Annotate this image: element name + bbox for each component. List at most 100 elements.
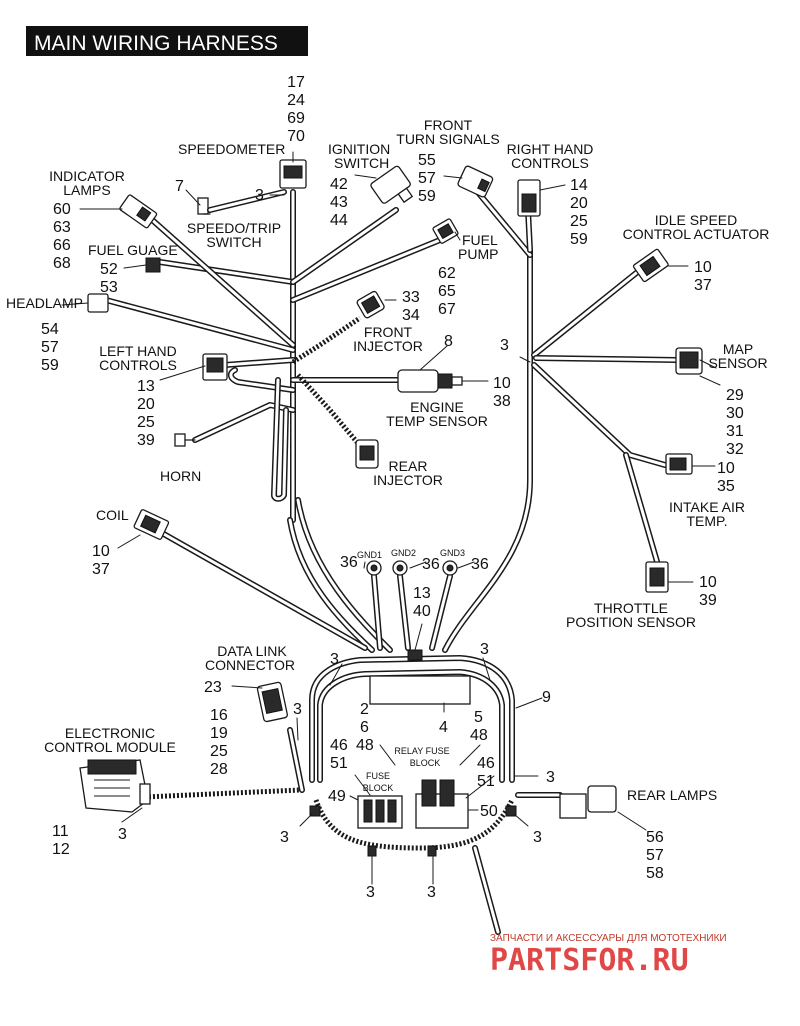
intake-num-2: 35 [717, 478, 735, 495]
fuel-gauge-num-1: 52 [100, 261, 118, 278]
temp-num-2: 38 [493, 393, 511, 410]
intake-label-2: TEMP. [687, 513, 728, 529]
loop-box [369, 675, 471, 705]
front-turn-connector [457, 165, 494, 198]
relay-fuse-label-1: RELAY FUSE [394, 746, 449, 756]
label-text: SPEEDOMETER 17 24 69 70 3 7 SPEEDO/TRIP … [6, 74, 769, 901]
center-num-1: 13 [413, 585, 431, 602]
idle-speed-connector [632, 248, 669, 283]
right-hand-label-2: CONTROLS [511, 155, 589, 171]
loop-num-49: 49 [328, 788, 346, 805]
right-hand-num-4: 59 [570, 231, 588, 248]
map-label-2: SENSOR [708, 355, 767, 371]
front-turn-num-2: 57 [418, 170, 436, 187]
right-hand-num-2: 20 [570, 195, 588, 212]
coil-label: COIL [96, 507, 129, 523]
center-num-2: 40 [413, 603, 431, 620]
fuse-label-1: FUSE [366, 771, 390, 781]
three-5: 3 [118, 826, 127, 843]
map-num-2: 30 [726, 405, 744, 422]
loop-num-9: 9 [542, 689, 551, 706]
three-4: 3 [546, 769, 555, 786]
intake-air-connector [665, 453, 693, 475]
front-injector-label-1: FRONT [364, 324, 413, 340]
rear-injector-label-1: REAR [389, 458, 428, 474]
indicator-num-3: 66 [53, 237, 71, 254]
lower-harness-loop [144, 655, 563, 935]
indicator-num-1: 60 [53, 201, 71, 218]
map-label-1: MAP [723, 341, 753, 357]
gnd1-label: GND1 [357, 550, 382, 560]
left-hand-num-2: 20 [137, 396, 155, 413]
relay-fuse-block [415, 779, 469, 829]
right-harness [442, 187, 679, 653]
loop-num-6: 6 [360, 719, 369, 736]
gnd3-label: GND3 [440, 548, 465, 558]
idle-label-1: IDLE SPEED [655, 212, 737, 228]
speedo-trip-label-1: SPEEDO/TRIP [187, 220, 281, 236]
horn-label: HORN [160, 468, 201, 484]
data-link-label-2: CONNECTOR [205, 657, 295, 673]
throttle-num-1: 10 [699, 574, 717, 591]
three-1: 3 [330, 651, 339, 668]
fuel-gauge-label: FUEL GUAGE [88, 242, 178, 258]
rear-injector-label-2: INJECTOR [373, 472, 443, 488]
data-link-label-1: DATA LINK [217, 643, 287, 659]
map-num-3: 31 [726, 423, 744, 440]
engine-temp-label-1: ENGINE [410, 399, 464, 415]
indicator-num-4: 68 [53, 255, 71, 272]
rear-injector [355, 439, 379, 469]
headlamp-label: HEADLAMP [6, 295, 83, 311]
throttle-label-1: THROTTLE [594, 600, 668, 616]
loop-num-4: 4 [439, 719, 448, 736]
speedo-num-2: 24 [287, 92, 305, 109]
loop-num-48b: 48 [470, 727, 488, 744]
map-num-4: 32 [726, 441, 744, 458]
loop-num-5: 5 [474, 709, 483, 726]
loop-num-51b: 51 [477, 773, 495, 790]
harness-three: 3 [500, 337, 509, 354]
data-link-num-5: 28 [210, 761, 228, 778]
three-3: 3 [293, 701, 302, 718]
loop-num-46b: 46 [477, 755, 495, 772]
rear-lamps-num-3: 58 [646, 865, 664, 882]
map-sensor-connector [675, 347, 703, 375]
data-link-num-1: 23 [204, 679, 222, 696]
throttle-num-2: 39 [699, 592, 717, 609]
left-hand-num-3: 25 [137, 414, 155, 431]
indicator-connector [119, 194, 158, 229]
fuel-pump-num-1: 62 [438, 265, 456, 282]
front-turn-num-1: 55 [418, 152, 436, 169]
rear-lamps-label: REAR LAMPS [627, 787, 717, 803]
watermark: ЗАПЧАСТИ И АКСЕССУАРЫ ДЛЯ МОТОТЕХНИКИ PA… [490, 933, 727, 978]
coil-num-2: 37 [92, 561, 110, 578]
idle-num-1: 10 [694, 259, 712, 276]
ground-terminals [366, 560, 458, 576]
front-turn-label-1: FRONT [424, 117, 473, 133]
relay-fuse-label-2: BLOCK [410, 758, 441, 768]
ecm-num-1: 11 [52, 823, 69, 840]
ecm-module [79, 759, 151, 813]
fuel-pump-label-2: PUMP [458, 246, 498, 262]
speedo-trip-label-2: SWITCH [206, 234, 261, 250]
idle-label-2: CONTROL ACTUATOR [623, 226, 770, 242]
fuse-label-2: BLOCK [363, 783, 394, 793]
title: MAIN WIRING HARNESS [34, 32, 278, 55]
ecm-num-2: 12 [52, 841, 70, 858]
loop-num-2: 2 [360, 701, 369, 718]
ignition-num-1: 42 [330, 176, 348, 193]
watermark-logo: PARTSFOR.RU [490, 943, 689, 978]
watermark-caption: ЗАПЧАСТИ И АКСЕССУАРЫ ДЛЯ МОТОТЕХНИКИ [490, 933, 727, 944]
temp-num-1: 10 [493, 375, 511, 392]
fuse-block [357, 795, 403, 829]
three-6: 3 [280, 829, 289, 846]
three-9: 3 [427, 884, 436, 901]
intake-num-1: 10 [717, 460, 735, 477]
rear-lamps-num-1: 56 [646, 829, 664, 846]
ignition-num-3: 44 [330, 212, 348, 229]
ignition-label-1: IGNITION [328, 141, 390, 157]
coil-num-1: 10 [92, 543, 110, 560]
data-link-num-2: 16 [210, 707, 228, 724]
loop-num-50: 50 [480, 803, 498, 820]
